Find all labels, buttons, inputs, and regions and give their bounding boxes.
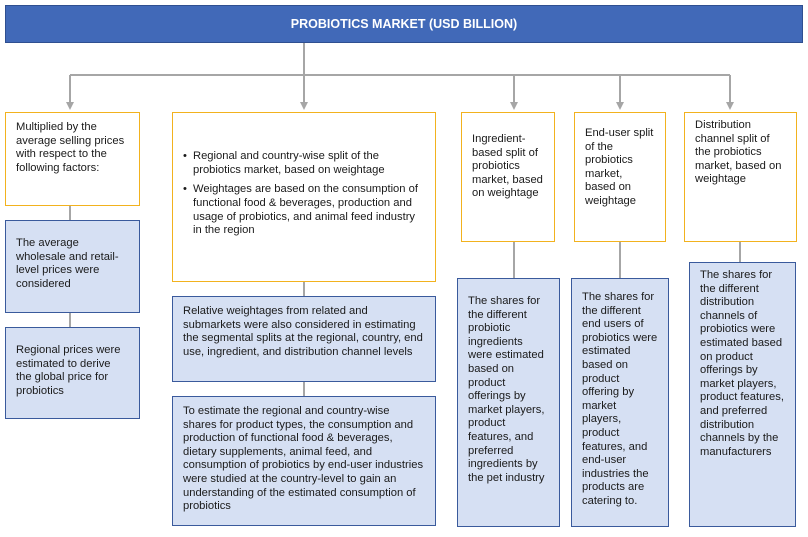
col2-bullet-list: Regional and country-wise split of the p… — [183, 150, 425, 244]
col2-detail-box-1: Relative weightages from related and sub… — [172, 296, 436, 382]
col5-detail-box: The shares for the different distributio… — [689, 262, 796, 527]
col2-detail-box-2: To estimate the regional and country-wis… — [172, 396, 436, 526]
col5-header-box: Distribution channel split of the probio… — [684, 112, 797, 242]
col2-header-box: Regional and country-wise split of the p… — [172, 112, 436, 282]
col4-detail-box: The shares for the different end users o… — [571, 278, 669, 527]
col3-header-box: Ingredient-based split of probiotics mar… — [461, 112, 555, 242]
col3-detail-box: The shares for the different probiotic i… — [457, 278, 560, 527]
col2-bullet-1: Regional and country-wise split of the p… — [183, 150, 425, 177]
col1-detail-box-1: The average wholesale and retail-level p… — [5, 220, 140, 313]
col4-header-box: End-user split of the probiotics market,… — [574, 112, 666, 242]
diagram-title: PROBIOTICS MARKET (USD BILLION) — [5, 5, 803, 43]
col2-bullet-2: Weightages are based on the consumption … — [183, 183, 425, 237]
col1-detail-box-2: Regional prices were estimated to derive… — [5, 327, 140, 419]
col1-header-box: Multiplied by the average selling prices… — [5, 112, 140, 206]
